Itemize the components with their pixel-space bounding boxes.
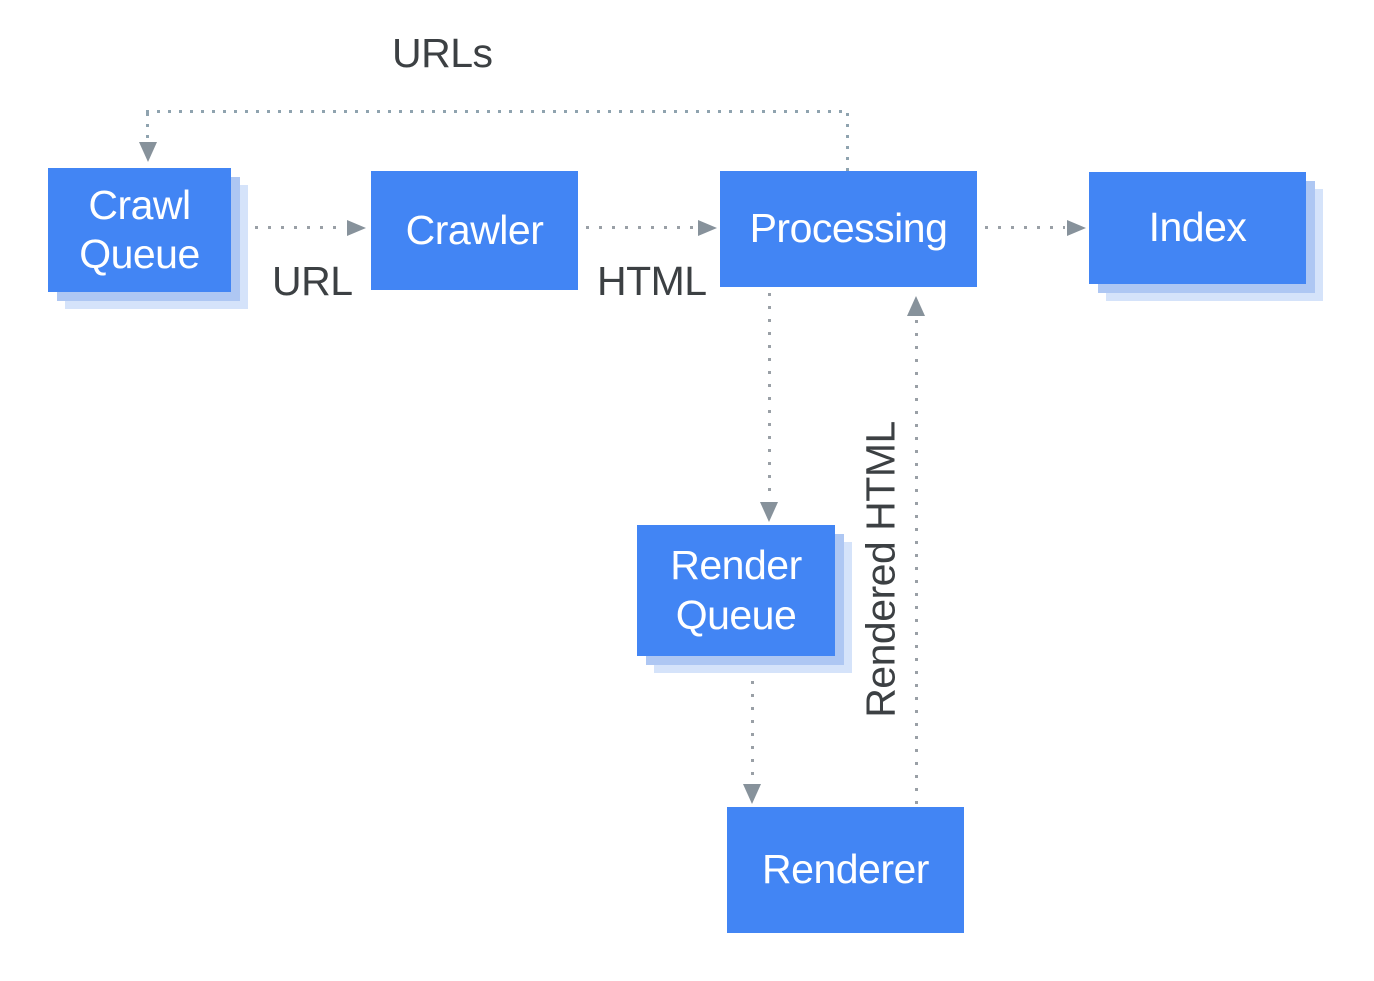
edge-urls-line-horizontal: [146, 110, 849, 113]
node-index: Index: [1089, 172, 1306, 284]
node-render-queue: Render Queue: [637, 525, 835, 656]
edge-crawlqueue-crawler-line: [255, 226, 345, 229]
arrowhead-right-icon: [698, 220, 717, 236]
arrowhead-down-icon: [139, 142, 157, 162]
edge-label-html: HTML: [597, 258, 707, 304]
edge-crawler-processing-line: [586, 226, 696, 229]
edge-label-urls: URLs: [392, 30, 493, 76]
node-renderer: Renderer: [727, 807, 964, 933]
edge-label-url: URL: [272, 258, 353, 304]
node-index-label: Index: [1148, 204, 1247, 251]
arrowhead-down-icon: [743, 784, 761, 804]
arrowhead-right-icon: [347, 220, 366, 236]
node-render-queue-label: Render Queue: [670, 542, 802, 638]
arrowhead-right-icon: [1067, 220, 1086, 236]
node-crawl-queue-label: Crawl Queue: [79, 181, 200, 277]
edge-label-rendered-html: Rendered HTML: [857, 421, 904, 718]
node-crawler-label: Crawler: [405, 206, 544, 253]
edge-processing-index-line: [985, 226, 1065, 229]
node-renderer-label: Renderer: [762, 846, 929, 893]
node-crawl-queue: Crawl Queue: [48, 168, 231, 292]
edge-renderer-processing-line: [915, 320, 918, 805]
node-processing-label: Processing: [749, 205, 948, 252]
arrowhead-down-icon: [760, 502, 778, 522]
node-crawler: Crawler: [371, 171, 578, 290]
edge-processing-renderqueue-line: [768, 293, 771, 501]
arrowhead-up-icon: [907, 296, 925, 316]
edge-urls-line-left-drop: [146, 113, 149, 143]
edge-renderqueue-renderer-line: [751, 668, 754, 782]
edge-urls-line-right-drop: [846, 113, 849, 171]
node-processing: Processing: [720, 171, 977, 287]
